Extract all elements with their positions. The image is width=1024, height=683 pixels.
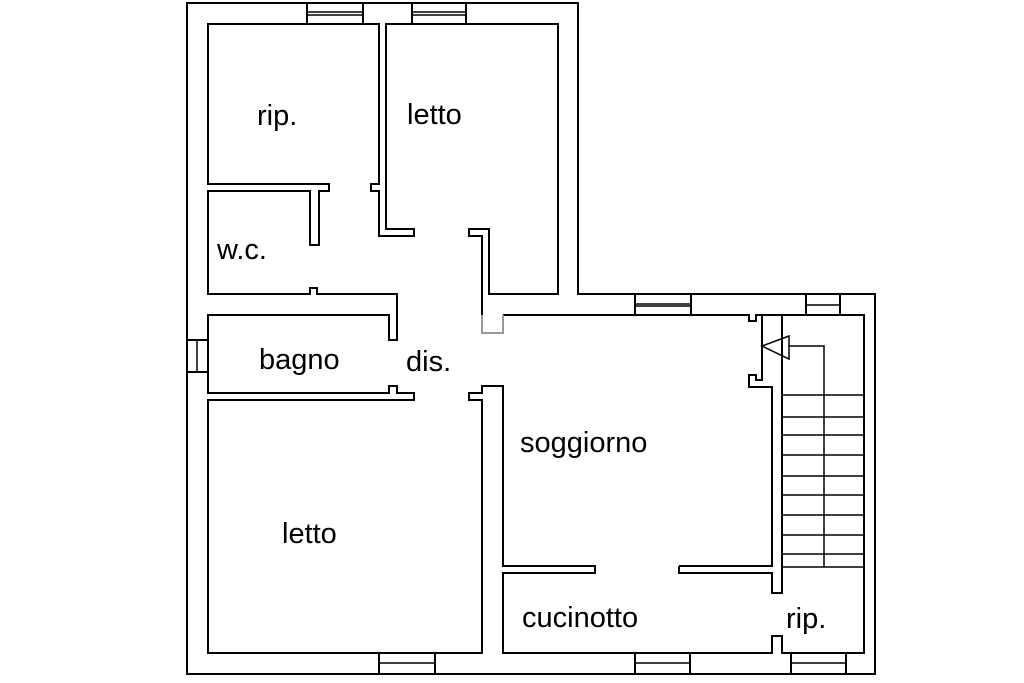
room-label-cucinotto: cucinotto [522, 602, 638, 634]
outer-wall [186, 2, 876, 675]
window [411, 2, 467, 25]
room-label-dis: dis. [406, 346, 451, 378]
room-label-wc: w.c. [216, 234, 267, 266]
soggiorno-right-wall [679, 315, 773, 567]
room-label-soggiorno: soggiorno [520, 427, 647, 459]
stair-arrow-icon [760, 334, 790, 361]
windows [186, 2, 847, 675]
room-label-bagno: bagno [259, 344, 340, 376]
cucinotto-wall [678, 315, 783, 594]
room-label-rip-bottom: rip. [786, 603, 826, 635]
room-label-rip-top: rip. [257, 100, 297, 132]
staircase [760, 334, 864, 568]
window [306, 2, 364, 25]
inner-walls [207, 23, 865, 654]
room-label-letto-top: letto [407, 99, 462, 131]
room-label-letto-bottom: letto [282, 518, 337, 550]
partition-gray [481, 315, 504, 334]
